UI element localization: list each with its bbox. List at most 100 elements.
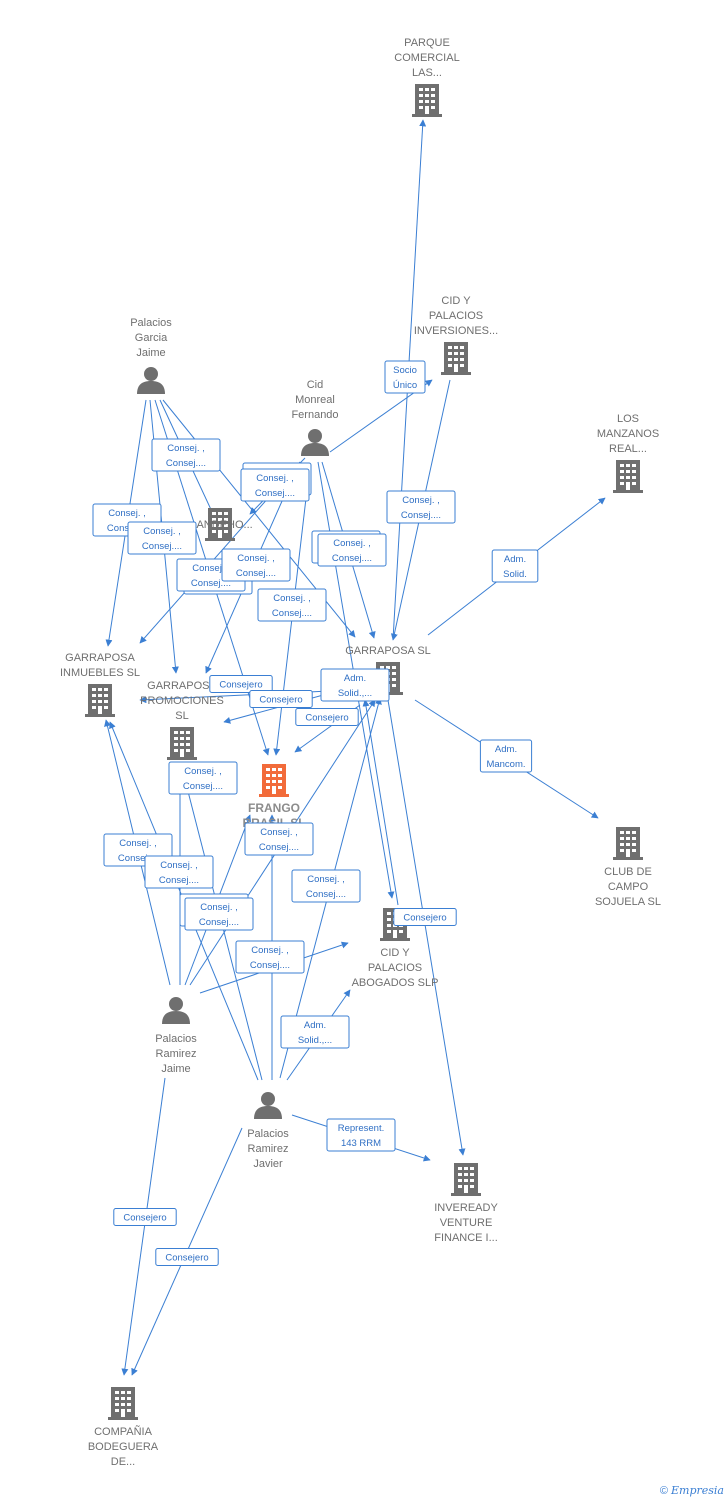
- node-label: SOJUELA SL: [595, 896, 661, 908]
- node-bodeguera[interactable]: COMPAÑIABODEGUERADE...: [88, 1387, 159, 1468]
- edge-label-text: Consej....: [191, 578, 231, 589]
- edge-label-prjv-garraposa[interactable]: Adm.Solid.,...: [320, 668, 390, 702]
- edge-label-text: Consej. ,: [260, 827, 298, 838]
- node-label: BODEGUERA: [88, 1441, 159, 1453]
- edge-label-garraposa-gp[interactable]: Consejero: [209, 675, 273, 693]
- node-label: GARRAPOSA SL: [345, 645, 431, 657]
- node-label: Palacios: [247, 1128, 289, 1140]
- edge-label-text: Adm.: [504, 554, 526, 565]
- edge-label-pgj-andeho[interactable]: Consej. ,Consej....: [151, 438, 221, 472]
- edge-label-cidinv-garraposa[interactable]: Consej. , Consej....: [386, 490, 456, 524]
- node-label: MANZANOS: [597, 428, 659, 440]
- edge-label-text: Consej. ,: [192, 563, 230, 574]
- edge-label-box: [479, 739, 533, 773]
- edge-label-text: Consej. ,: [200, 902, 238, 913]
- edge-label-cidabo-garraposa[interactable]: Consejero: [393, 908, 457, 926]
- edge-label-cmf-cidabo[interactable]: Consej. ,Consej....: [317, 533, 387, 567]
- node-cidinv[interactable]: CID YPALACIOSINVERSIONES...: [414, 295, 498, 375]
- edge-label-box: [295, 708, 359, 726]
- edge-label-prjv-cidabo[interactable]: Adm.Solid.,...: [280, 1015, 350, 1049]
- edge-prj-bodeguera: [121, 1077, 166, 1376]
- node-label: SL: [175, 710, 188, 722]
- building-icon: [85, 684, 115, 717]
- node-label: Palacios: [130, 317, 172, 329]
- edge-label-prjv-gi[interactable]: Consej. ,Consej....: [144, 855, 214, 889]
- node-label: DE...: [111, 1456, 135, 1468]
- edge-label-text: Solid.,...: [298, 1035, 332, 1046]
- node-label: PROMOCIONES: [140, 695, 224, 707]
- edge-label-box: [184, 897, 254, 931]
- edge-label-box: [280, 1015, 350, 1049]
- node-label: PALACIOS: [429, 310, 483, 322]
- edge-label-text: Consej....: [401, 510, 441, 521]
- edge-label-garraposa-club[interactable]: Adm. Mancom.: [479, 739, 533, 773]
- node-label: VENTURE: [440, 1217, 493, 1229]
- edge-label-box: [249, 690, 313, 708]
- edge-label-prjv-bodeguera[interactable]: Consejero: [155, 1248, 219, 1266]
- edge-label-prj-gp[interactable]: Consej. ,Consej....: [168, 761, 238, 795]
- node-andeho[interactable]: ...ANDEHO...: [187, 508, 253, 541]
- edge-label-box: [151, 438, 221, 472]
- edge-label-box: [209, 675, 273, 693]
- edge-label-box: [221, 548, 291, 582]
- edge-label-text: Socio: [393, 365, 417, 376]
- node-label: Ramirez: [248, 1143, 289, 1155]
- edge-label-prjv-frango[interactable]: Consej. ,Consej....: [244, 822, 314, 856]
- edge-label-text: Consej....: [250, 960, 290, 971]
- node-label: Javier: [253, 1158, 283, 1170]
- edge-label-prjv-inveready[interactable]: Represent.143 RRM: [326, 1118, 396, 1152]
- edge-label-text: Consej....: [142, 541, 182, 552]
- edge-label-prj-bodeguera[interactable]: Consejero: [113, 1208, 177, 1226]
- node-label: Garcia: [135, 332, 168, 344]
- building-icon: [412, 84, 442, 117]
- edge-label-garraposa-frango[interactable]: Consejero: [295, 708, 359, 726]
- edge-label-garraposa-manzanos[interactable]: Adm.Solid.: [491, 549, 539, 583]
- edge-label-text: Consejero: [403, 913, 446, 924]
- edge-label-box: [393, 908, 457, 926]
- node-garraposa[interactable]: GARRAPOSA SL: [345, 645, 431, 695]
- edge-label-garraposa-gi[interactable]: Consejero: [249, 690, 313, 708]
- edge-label-text: Consej. ,: [237, 553, 275, 564]
- edge-label-pgj-gp[interactable]: Consej. ,Consej....: [127, 521, 197, 555]
- node-label: PALACIOS: [368, 962, 422, 974]
- edge-label-box: [144, 855, 214, 889]
- edge-label-box: [384, 360, 426, 394]
- node-label: Palacios: [155, 1033, 197, 1045]
- edge-label-text: Mancom.: [486, 759, 525, 770]
- edge-label-cmf-frango[interactable]: Consej. ,Consej....: [257, 588, 327, 622]
- edge-label-text: Consej....: [255, 488, 295, 499]
- node-label: Jaime: [161, 1063, 190, 1075]
- edge-label-text: Adm.: [495, 744, 517, 755]
- node-label: ...ANDEHO...: [187, 519, 252, 531]
- edge-label-text: Consej. ,: [402, 495, 440, 506]
- building-icon: [613, 460, 643, 493]
- node-label: INMUEBLES SL: [60, 667, 140, 679]
- edge-label-box: [235, 940, 305, 974]
- node-manzanos[interactable]: LOSMANZANOSREAL...: [597, 413, 659, 493]
- edge-label-prj-garraposa[interactable]: Consej. ,Consej....: [291, 869, 361, 903]
- edge-label-prjv-gp[interactable]: Consej. ,Consej....: [184, 897, 254, 931]
- edge-label-text: Consejero: [305, 713, 348, 724]
- brand-logo[interactable]: Empresia: [671, 1484, 724, 1497]
- node-frango[interactable]: FRANGOBRASIL SL: [242, 764, 306, 830]
- edge-label-cmf-gp[interactable]: Consej. ,Consej....: [221, 548, 291, 582]
- node-parque[interactable]: PARQUECOMERCIALLAS...: [394, 37, 460, 117]
- node-label: PARQUE: [404, 37, 450, 49]
- edge-label-text: Consej. ,: [184, 766, 222, 777]
- edge-label-prj-cidabo[interactable]: Consej. ,Consej....: [235, 940, 305, 974]
- edge-label-box: [244, 822, 314, 856]
- node-label: Jaime: [136, 347, 165, 359]
- edge-label-cmf-andeho[interactable]: Consej. , Consej....: [240, 468, 310, 502]
- edge-label-text: Consej. ,: [256, 473, 294, 484]
